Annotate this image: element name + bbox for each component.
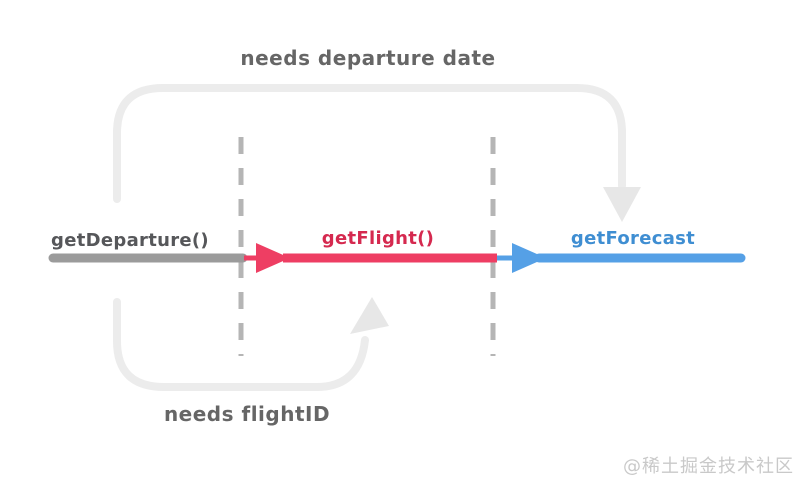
needs-departure-date-label: needs departure date <box>240 46 496 70</box>
get-forecast-label: getForecast <box>570 228 696 249</box>
arrow-down-icon <box>603 187 641 222</box>
needs-departure-date-curve <box>113 84 626 203</box>
watermark: @稀土掘金技术社区 <box>623 456 794 477</box>
arrow-up-icon <box>350 297 389 334</box>
needs-flightid-curve <box>113 298 369 391</box>
arrow-right-pink-icon <box>256 243 290 273</box>
arrow-right-blue-icon <box>512 243 546 273</box>
get-flight-label: getFlight() <box>321 228 435 249</box>
needs-flightid-label: needs flightID <box>163 402 331 426</box>
get-departure-label: getDeparture() <box>51 230 209 251</box>
